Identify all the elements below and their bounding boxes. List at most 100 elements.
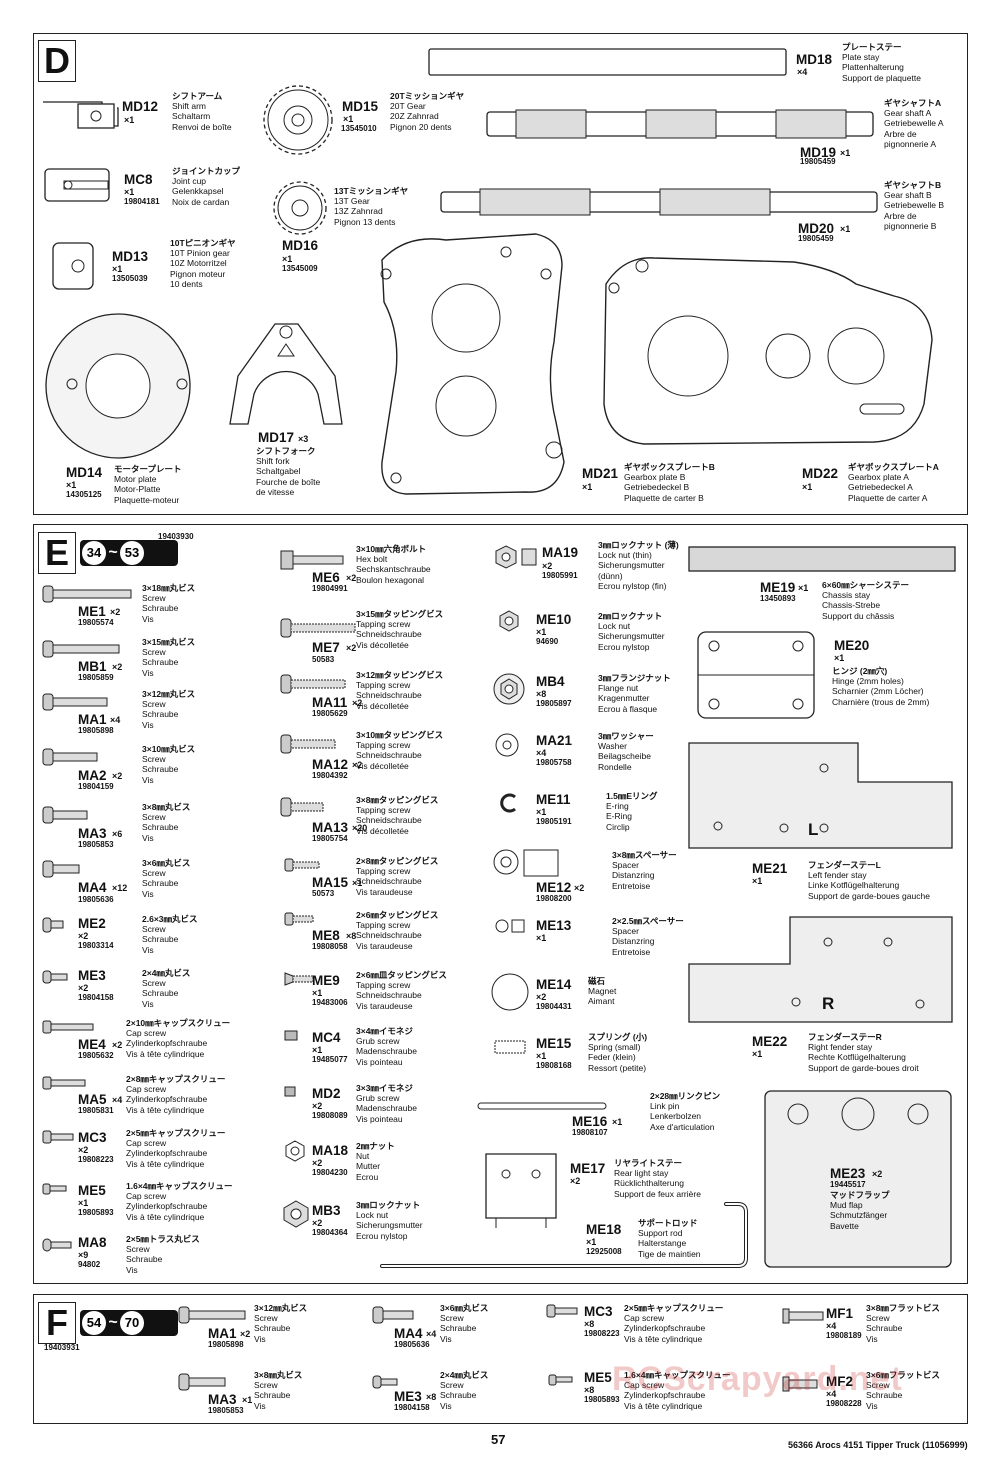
description-line: 10 dents [170, 278, 203, 289]
description-line: Flange nut [598, 683, 639, 694]
spacer-me13-drawing [495, 919, 525, 933]
description-line: Getriebewelle B [884, 200, 945, 211]
part-code: MA13 [312, 820, 349, 835]
description-line: 20Z Zahnrad [390, 111, 439, 122]
description-japanese: 2×4㎜丸ビス [142, 968, 191, 978]
description-japanese: 3×3㎜イモネジ [356, 1083, 413, 1093]
part-number: 19805574 [78, 618, 114, 627]
part-code: MA3 [78, 826, 107, 841]
description-line: Ecrou nylstop [356, 1230, 408, 1241]
part-number: 19805636 [78, 895, 114, 904]
part-code: MA18 [312, 1143, 349, 1158]
part-code: ME16 [572, 1114, 608, 1129]
part-quantity: ×1 [840, 148, 851, 158]
description-line: Screw [142, 699, 166, 710]
description-line: Screw [142, 647, 166, 658]
part-quantity: ×1 [536, 933, 547, 943]
part-code: MC3 [584, 1304, 613, 1319]
screw-ma13-drawing [280, 797, 324, 817]
part-quantity: ×12 [112, 883, 128, 893]
description-line: Chassis-Strebe [822, 600, 881, 611]
description-line: Plate stay [842, 52, 880, 63]
part-quantity: ×4 [826, 1321, 837, 1331]
description-japanese: 3×12㎜丸ビス [142, 689, 196, 699]
part-number: 94802 [78, 1260, 101, 1269]
description-line: Vis décolletée [356, 639, 409, 650]
ering-me11-drawing [500, 793, 516, 813]
part-quantity: ×1 [752, 1049, 763, 1059]
description-line: Zylinderkopfschraube [126, 1094, 208, 1105]
screw-me2-drawing [42, 917, 64, 933]
description-line: Nut [356, 1151, 370, 1162]
description-line: Right fender stay [808, 1042, 873, 1053]
description-line: Scharnier (2mm Löcher) [832, 686, 924, 697]
description-japanese: 3×4㎜イモネジ [356, 1026, 413, 1036]
description-japanese: フェンダーステーL [808, 860, 881, 870]
description-line: Hex bolt [356, 554, 388, 565]
description-line: Grub screw [356, 1036, 400, 1047]
description-japanese: シフトフォーク [256, 446, 316, 456]
part-number: 19804431 [536, 1002, 572, 1011]
part-quantity: ×2 [352, 760, 363, 770]
description-japanese: 2㎜ナット [356, 1141, 395, 1151]
description-japanese: 3×8㎜丸ビス [254, 1370, 303, 1380]
part-code: ME2 [78, 916, 106, 931]
description-line: Vis pointeau [356, 1113, 403, 1124]
description-line: Schraube [866, 1390, 903, 1401]
part-code: ME7 [312, 640, 340, 655]
part-code: MA4 [394, 1326, 423, 1341]
screw-me9-drawing [284, 972, 314, 986]
part-code: MA1 [78, 712, 107, 727]
part-quantity: ×8 [346, 931, 357, 941]
description-line: Cap screw [126, 1138, 167, 1149]
description-japanese: マッドフラップ [830, 1190, 890, 1200]
part-number: 19805459 [800, 157, 836, 166]
description-line: Screw [254, 1380, 278, 1391]
part-code: MD22 [802, 466, 839, 481]
part-quantity: ×4 [426, 1329, 437, 1339]
part-code: ME5 [584, 1370, 612, 1385]
nut-ma19-drawing [495, 545, 537, 569]
f-screw-me5-drawing [548, 1374, 573, 1386]
manual-title: 56366 Arocs 4151 Tipper Truck (11056999) [788, 1440, 968, 1450]
description-japanese: リヤライトステー [614, 1158, 683, 1168]
description-line: Left fender stay [808, 870, 867, 881]
right-plate-letter: R [822, 994, 835, 1013]
part-code: MC8 [124, 172, 153, 187]
part-number: 13450893 [760, 594, 796, 603]
part-number: 19485077 [312, 1055, 348, 1064]
part-quantity: ×4 [110, 715, 121, 725]
f-screw-ma4-drawing [372, 1306, 414, 1324]
description-line: Rear light stay [614, 1168, 669, 1179]
description-line: Plattenhalterung [842, 62, 904, 73]
description-line: 13Z Zahnrad [334, 206, 383, 217]
step-from: 34 [82, 541, 106, 565]
part-code: MA5 [78, 1092, 107, 1107]
gear-20t-drawing [263, 85, 333, 155]
description-line: Spacer [612, 860, 639, 871]
part-code: MD20 [798, 221, 835, 236]
description-line: Fourche de boîte [256, 476, 321, 487]
description-line: Linke Kotflügelhalterung [808, 880, 900, 891]
description-line: Zylinderkopfschraube [126, 1038, 208, 1049]
description-line: Zylinderkopfschraube [126, 1148, 208, 1159]
description-japanese: 1.5㎜Eリング [606, 791, 658, 801]
description-line: Feder (klein) [588, 1052, 636, 1063]
description-line: Schneidschraube [356, 876, 422, 887]
part-quantity: ×1 [802, 482, 813, 492]
part-number: 19805859 [78, 673, 114, 682]
part-quantity: ×1 [352, 878, 363, 888]
description-line: Screw [142, 978, 166, 989]
description-line: Support de garde-boues gauche [808, 890, 930, 901]
part-number: 19808223 [78, 1155, 114, 1164]
